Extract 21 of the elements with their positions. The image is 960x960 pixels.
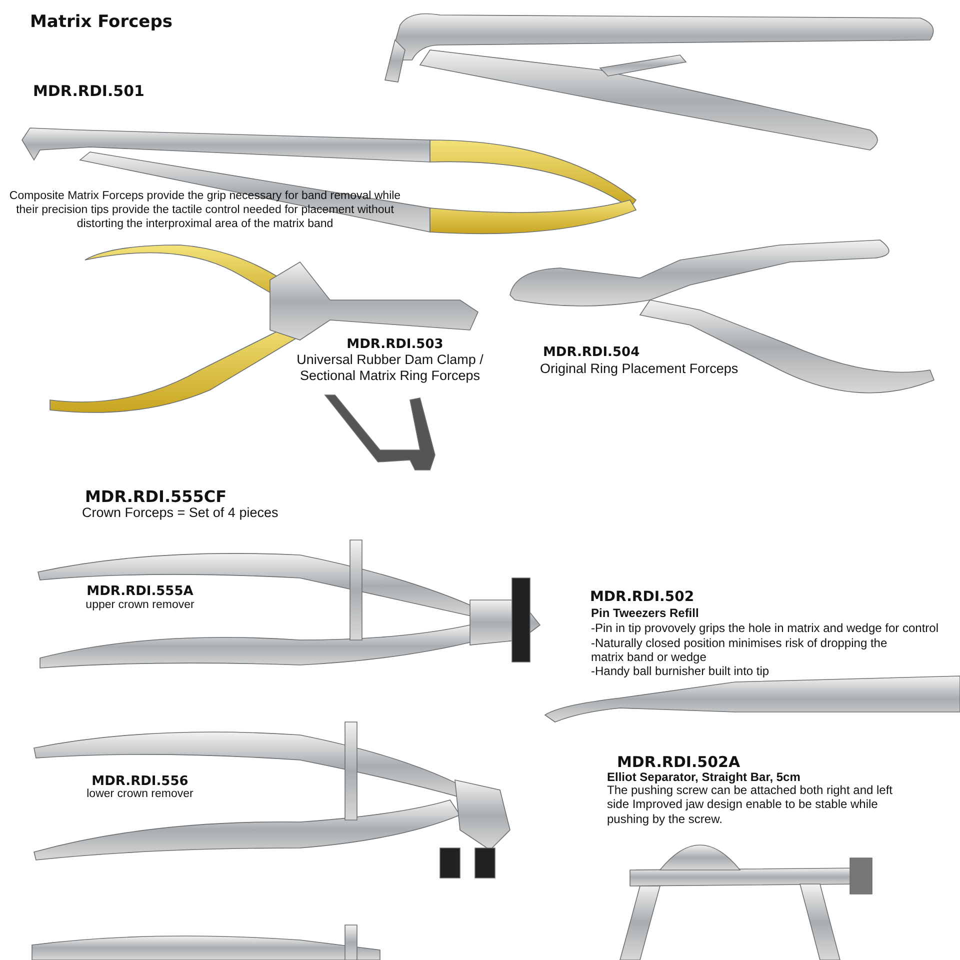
product-name: Original Ring Placement Forceps bbox=[540, 361, 738, 378]
product-code: MDR.RDI.504 bbox=[543, 345, 640, 361]
product-code: MDR.RDI.556 bbox=[92, 774, 190, 789]
product-code: MDR.RDI.502A bbox=[617, 753, 740, 771]
product-code: MDR.RDI.555A bbox=[86, 584, 194, 600]
page-title: Matrix Forceps bbox=[30, 12, 172, 32]
product-name: upper crown remover bbox=[84, 599, 196, 613]
product-name: lower crown remover bbox=[86, 788, 194, 802]
product-code: MDR.RDI.501 bbox=[33, 82, 144, 100]
feature-text: -Pin in tip provovely grips the hole in matrix and wedge for control bbox=[591, 621, 940, 636]
product-code: MDR.RDI.503 bbox=[346, 337, 444, 353]
product-name: Elliot Separator, Straight Bar, 5cm bbox=[607, 770, 800, 784]
product-code: MDR.RDI.502 bbox=[590, 589, 694, 606]
feature-text: -Handy ball burnisher built into tip bbox=[591, 664, 770, 678]
product-name: Pin Tweezers Refill bbox=[591, 606, 699, 620]
product-name: Crown Forceps = Set of 4 pieces bbox=[82, 505, 278, 522]
feature-text: -Naturally closed position minimises risk of dropping the matrix band or wedge bbox=[591, 636, 888, 665]
product-description: Composite Matrix Forceps provide the grip necessary for band removal while their precision tips provide the tactile control needed for placement without distorting the interproximal area of the matrix band bbox=[8, 190, 402, 232]
product-description: The pushing screw can be attached both right and left side Improved jaw design enable to be stable while pushing by the screw. bbox=[607, 783, 894, 826]
product-name: Universal Rubber Dam Clamp / Sectional Matrix Ring Forceps bbox=[296, 352, 484, 384]
product-code: MDR.RDI.555CF bbox=[85, 487, 227, 506]
